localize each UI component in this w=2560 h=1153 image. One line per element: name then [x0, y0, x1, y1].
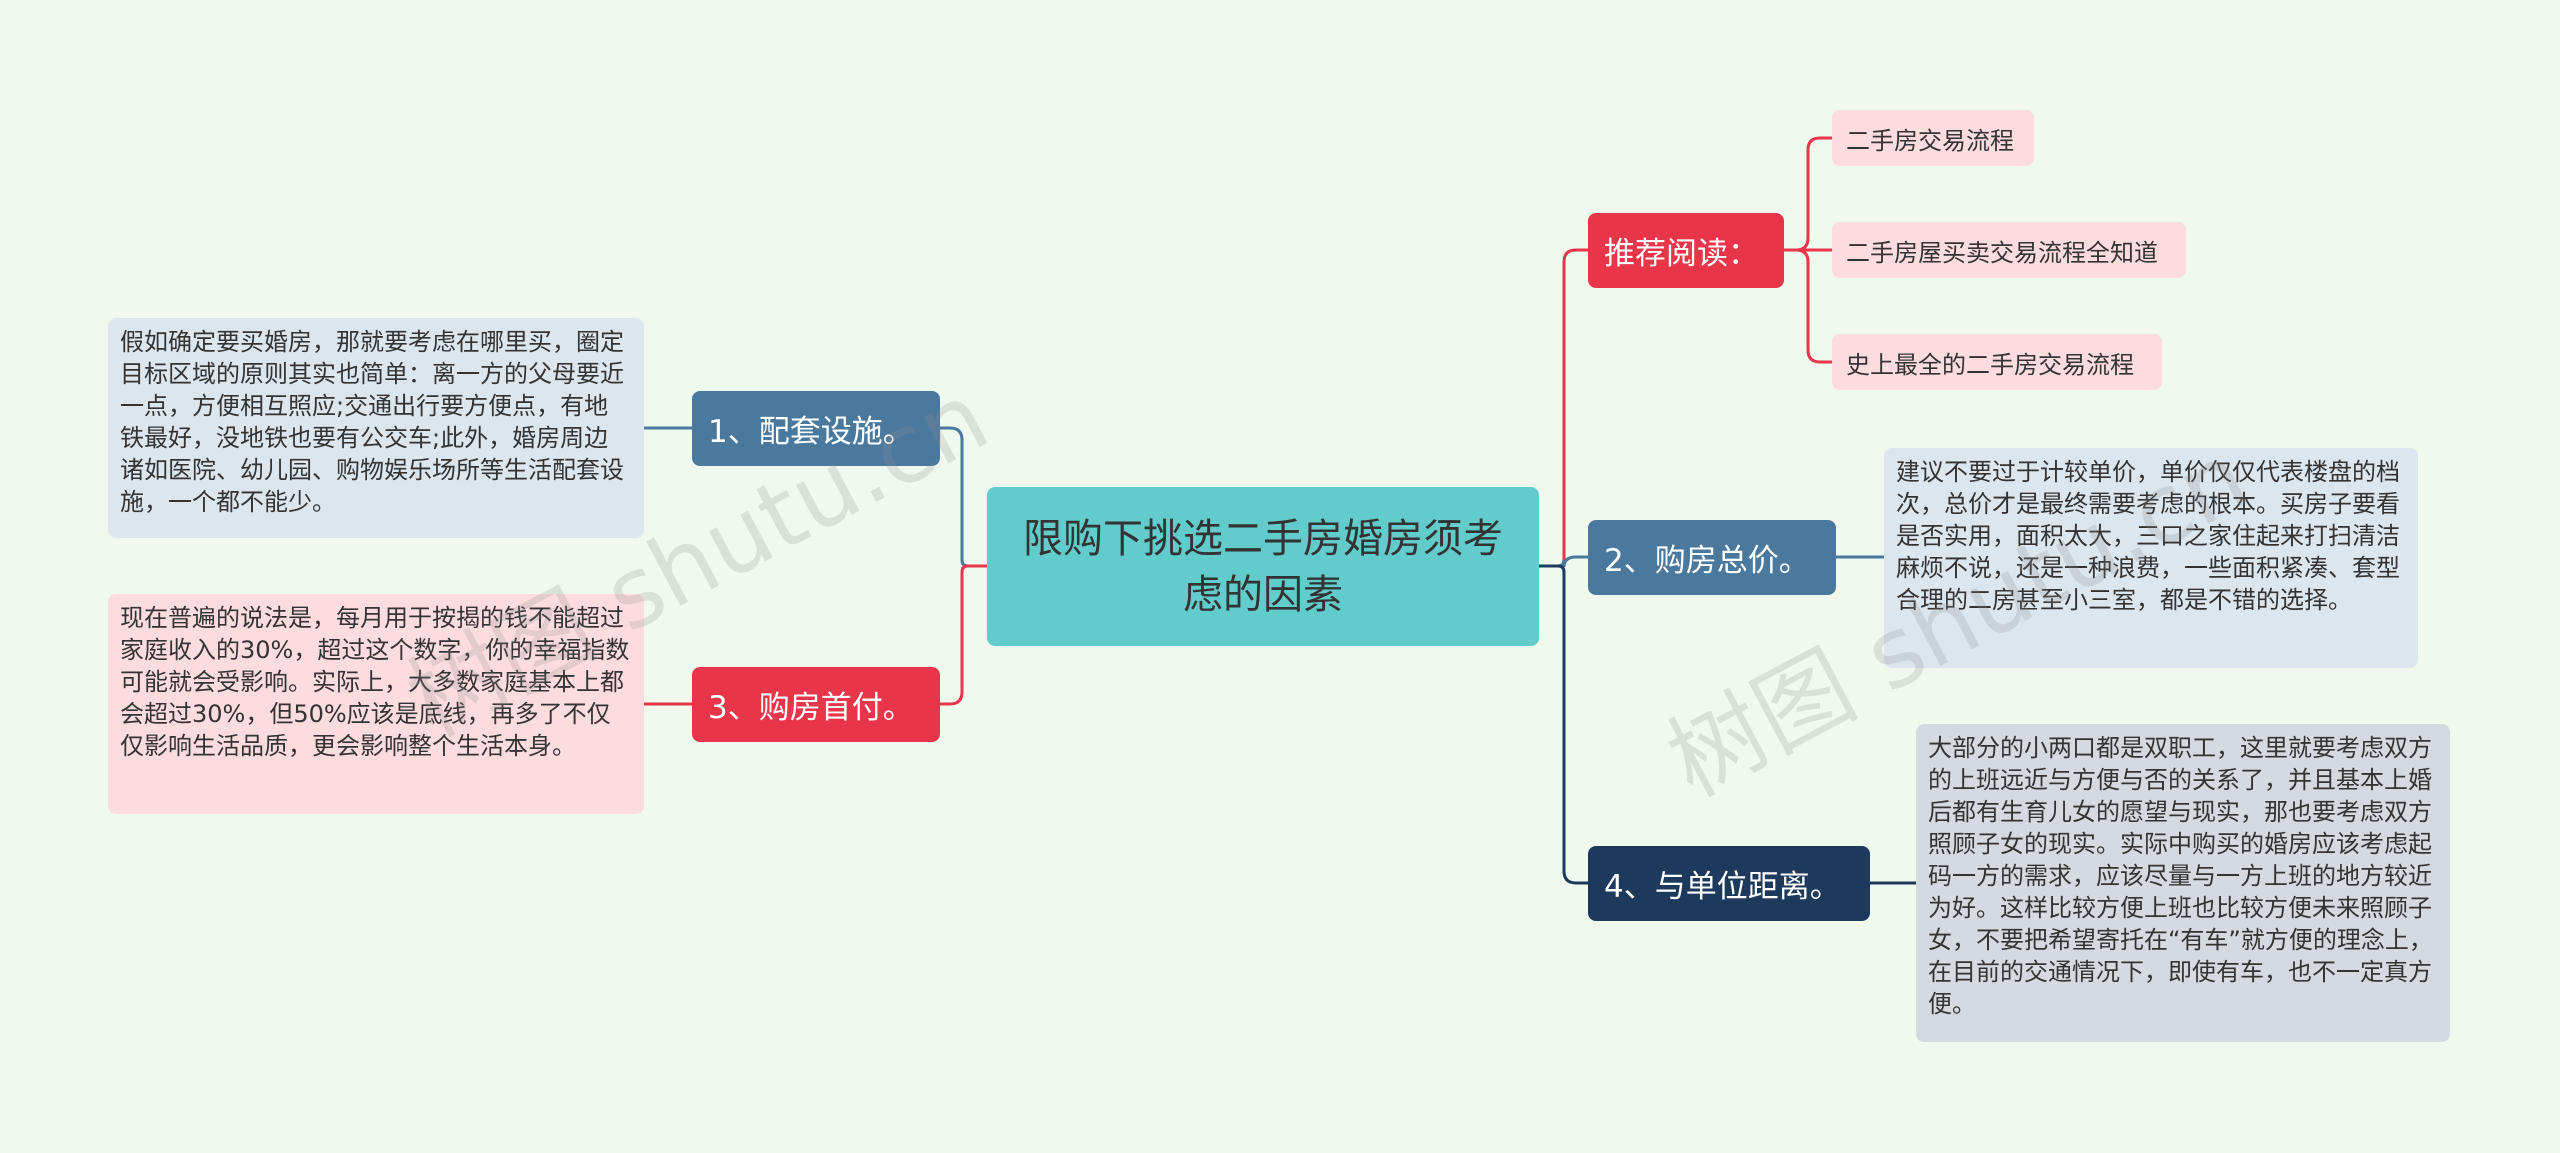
connector-rec-link3	[1784, 248, 1832, 364]
recommended-link-2[interactable]: 二手房屋买卖交易流程全知道	[1832, 222, 2186, 278]
recommended-link-1[interactable]: 二手房交易流程	[1832, 110, 2034, 166]
connector-center-b3	[940, 564, 987, 706]
leaf-text: 大部分的小两口都是双职工，这里就要考虑双方的上班远近与方便与否的关系了，并且基本…	[1928, 734, 2433, 1018]
branch-distance-to-work[interactable]: 4、与单位距离。	[1588, 846, 1870, 921]
branch-down-payment[interactable]: 3、购房首付。	[692, 667, 940, 742]
leaf-supporting-facilities[interactable]: 假如确定要买婚房，那就要考虑在哪里买，圈定目标区域的原则其实也简单：离一方的父母…	[108, 318, 644, 538]
central-topic[interactable]: 限购下挑选二手房婚房须考虑的因素	[987, 487, 1539, 646]
branch-supporting-facilities[interactable]: 1、配套设施。	[692, 391, 940, 466]
branch-label: 推荐阅读：	[1604, 236, 1759, 272]
branch-label: 1、配套设施。	[708, 414, 914, 450]
branch-label: 2、购房总价。	[1604, 543, 1810, 579]
branch-label: 4、与单位距离。	[1604, 869, 1841, 905]
recommended-link-3[interactable]: 史上最全的二手房交易流程	[1832, 334, 2162, 390]
leaf-down-payment[interactable]: 现在普遍的说法是，每月用于按揭的钱不能超过家庭收入的30%，超过这个数字，你的幸…	[108, 594, 644, 814]
leaf-text: 现在普遍的说法是，每月用于按揭的钱不能超过家庭收入的30%，超过这个数字，你的幸…	[120, 604, 630, 760]
connector-center-rec	[1539, 248, 1588, 568]
branch-label: 3、购房首付。	[708, 690, 914, 726]
leaf-text: 假如确定要买婚房，那就要考虑在哪里买，圈定目标区域的原则其实也简单：离一方的父母…	[120, 328, 624, 516]
connector-center-b1	[940, 426, 987, 568]
leaf-text: 建议不要过于计较单价，单价仅仅代表楼盘的档次，总价才是最终需要考虑的根本。买房子…	[1896, 458, 2400, 614]
branch-recommended-reading[interactable]: 推荐阅读：	[1588, 213, 1784, 288]
branch-total-price[interactable]: 2、购房总价。	[1588, 520, 1836, 595]
link-text: 史上最全的二手房交易流程	[1846, 350, 2134, 379]
link-text: 二手房屋买卖交易流程全知道	[1846, 238, 2158, 267]
leaf-total-price[interactable]: 建议不要过于计较单价，单价仅仅代表楼盘的档次，总价才是最终需要考虑的根本。买房子…	[1884, 448, 2418, 668]
leaf-distance-to-work[interactable]: 大部分的小两口都是双职工，这里就要考虑双方的上班远近与方便与否的关系了，并且基本…	[1916, 724, 2450, 1042]
link-text: 二手房交易流程	[1846, 126, 2014, 155]
connector-rec-link1	[1784, 136, 1832, 252]
connector-center-b4	[1539, 564, 1588, 885]
central-topic-title: 限购下挑选二手房婚房须考虑的因素	[1023, 515, 1503, 618]
